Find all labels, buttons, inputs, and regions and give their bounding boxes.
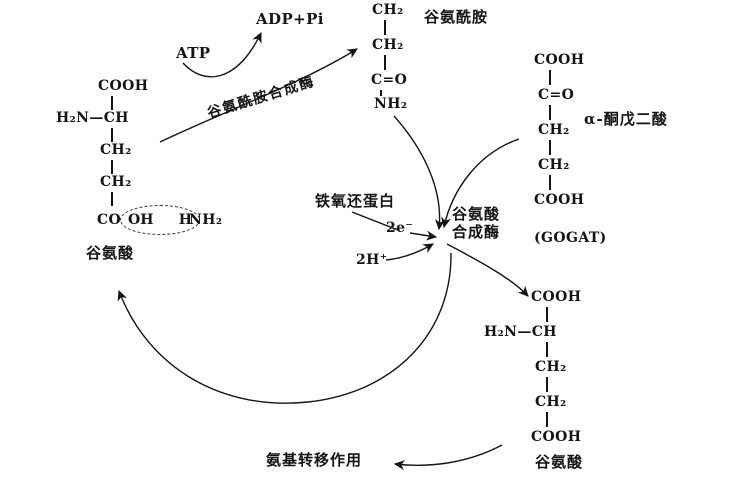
h-atom: H xyxy=(178,212,192,228)
glutamate-bottom-line: CH₂ xyxy=(535,359,567,375)
glutamate-left-line: CH₂ xyxy=(100,174,132,190)
glutamine-struct-line: CH₂ xyxy=(372,37,404,53)
bond xyxy=(549,105,551,120)
glutamate-left-line: COOH xyxy=(98,78,149,94)
electrons-label: 2e⁻ xyxy=(386,220,414,236)
glutamine-struct-line: C=O xyxy=(371,72,408,88)
glutamate-bottom-label: 谷氨酸 xyxy=(535,453,584,471)
glutamine-label: 谷氨酰胺 xyxy=(424,8,489,26)
bond xyxy=(549,175,551,190)
bond xyxy=(546,377,548,392)
akg-line: CH₂ xyxy=(538,157,570,173)
glutamine-struct-line: NH₂ xyxy=(374,96,408,112)
return-arc-arrow xyxy=(117,252,452,404)
glutamate-bottom-line: COOH xyxy=(531,429,582,445)
adp-pi-label: ADP+Pi xyxy=(256,10,324,28)
akg-line: CH₂ xyxy=(538,122,570,138)
atp-adp-arrow xyxy=(182,31,262,78)
electrons-arrow xyxy=(409,230,438,241)
glutamate-bottom-line: CH₂ xyxy=(535,394,567,410)
ferredoxin-label: 铁氧还蛋白 xyxy=(315,192,396,210)
bond xyxy=(380,90,382,96)
protons-label: 2H⁺ xyxy=(356,252,388,268)
bond xyxy=(549,140,551,155)
glutamate-synthase-label-line2: 合成酶 xyxy=(452,223,501,241)
glutamate-left-line: NH₂ xyxy=(189,212,223,228)
bond xyxy=(546,412,548,427)
gogat-label: (GOGAT) xyxy=(534,230,607,246)
glutamate-synthase-label-line1: 谷氨酸 xyxy=(452,205,501,223)
akg-line: C=O xyxy=(538,87,575,103)
alpha-kg-label: α-酮戊二酸 xyxy=(584,110,668,128)
bond xyxy=(111,160,113,174)
protons-arrow xyxy=(385,243,434,261)
bond xyxy=(111,192,113,206)
arrow-group xyxy=(117,31,529,471)
glutamate-bottom-line: COOH xyxy=(531,289,582,305)
glutamate-left-line: CO xyxy=(97,212,122,228)
bond xyxy=(384,55,386,70)
amino-transfer-arrow xyxy=(393,444,503,471)
glutamine-to-center-arrow xyxy=(393,115,446,231)
bond xyxy=(546,342,548,357)
atp-label: ATP xyxy=(176,44,211,62)
bond xyxy=(384,20,386,35)
ferredoxin-line xyxy=(351,211,399,231)
bond xyxy=(546,307,548,322)
water-elimination-oval: OH H xyxy=(120,205,200,235)
oh-group: OH xyxy=(128,212,154,228)
glutamate-bottom-line: H₂N—CH xyxy=(484,324,557,340)
akg-to-center-arrow xyxy=(441,138,520,229)
center-to-glutamate-arrow xyxy=(446,243,529,297)
glutamine-synthetase-arrow xyxy=(159,48,358,143)
amino-transfer-label: 氨基转移作用 xyxy=(266,451,363,469)
bond xyxy=(111,128,113,142)
bond xyxy=(111,96,113,110)
akg-line: COOH xyxy=(534,52,585,68)
glutamate-left-label: 谷氨酸 xyxy=(86,244,135,262)
glutamate-left-line: CH₂ xyxy=(100,142,132,158)
glutamine-struct-line: CH₂ xyxy=(372,2,404,18)
glutamate-left-line: H₂N—CH xyxy=(56,110,129,126)
bond xyxy=(549,70,551,85)
akg-line: COOH xyxy=(534,192,585,208)
